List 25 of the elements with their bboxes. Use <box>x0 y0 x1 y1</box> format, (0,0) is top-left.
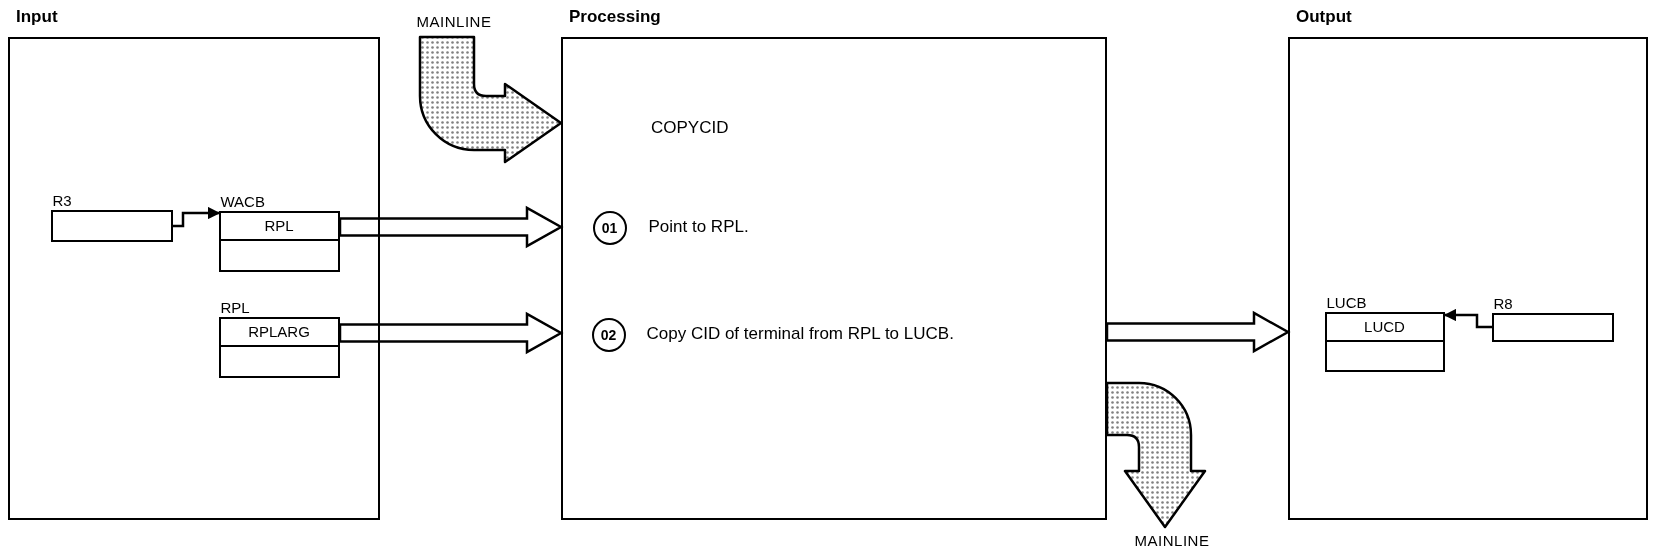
field-name: RPL <box>264 217 294 235</box>
flow-label: MAINLINE <box>398 10 510 32</box>
panel-heading: Input <box>16 7 58 27</box>
pointer-arrow <box>173 206 221 228</box>
step-text: Point to RPL. <box>648 215 750 238</box>
wide-arrow <box>1105 310 1291 354</box>
register-name: R3 <box>52 191 72 209</box>
mainline-arrow <box>1105 381 1207 529</box>
pointer-arrow <box>1443 308 1492 329</box>
step-text: Copy CID of terminal from RPL to LUCB. <box>646 322 955 345</box>
register-name: R8 <box>1493 294 1513 312</box>
panel-heading: Output <box>1296 7 1352 27</box>
step-number: 02 <box>591 317 626 352</box>
field-name: RPLARG <box>248 323 310 341</box>
panel-heading: Processing <box>569 7 661 27</box>
block-name: WACB <box>220 192 265 210</box>
block-name: LUCB <box>1326 293 1367 311</box>
step-number: 01 <box>592 210 627 245</box>
block-name: RPL <box>220 298 250 316</box>
mainline-arrow <box>418 35 563 164</box>
wide-arrow <box>338 311 564 355</box>
wide-arrow <box>338 205 564 249</box>
flow-label: MAINLINE <box>1116 529 1228 551</box>
module-name: COPYCID <box>651 118 729 138</box>
field-name: LUCD <box>1364 318 1405 335</box>
